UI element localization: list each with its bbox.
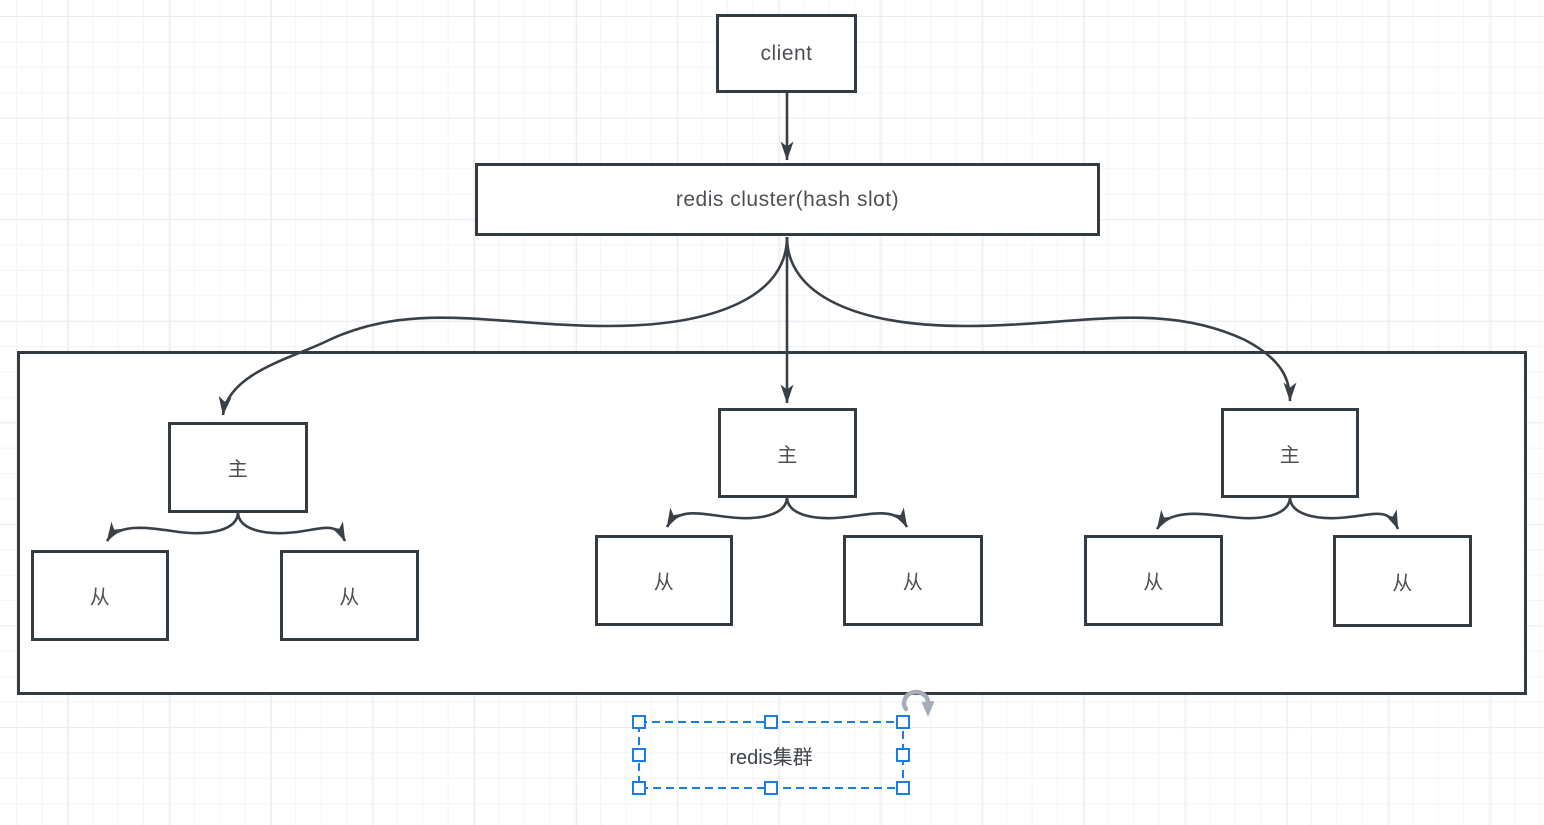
edge-master1-to-slave2[interactable] — [236, 512, 347, 542]
node-redis-cluster[interactable]: redis cluster(hash slot) — [475, 163, 1100, 236]
edge-cluster-to-master-3[interactable] — [785, 236, 1297, 402]
edge-master2-to-slave4[interactable] — [785, 497, 909, 528]
resize-handle-middle-right[interactable] — [896, 748, 910, 762]
resize-handle-bottom-right[interactable] — [896, 781, 910, 795]
edge-master2-to-slave3[interactable] — [665, 497, 789, 528]
resize-handle-top-center[interactable] — [764, 715, 778, 729]
resize-handle-top-right[interactable] — [896, 715, 910, 729]
node-client[interactable]: client — [716, 14, 857, 93]
node-master-1[interactable]: 主 — [168, 422, 308, 513]
node-master-3[interactable]: 主 — [1221, 408, 1359, 498]
caption-redis-cluster-text[interactable]: redis集群 — [729, 746, 813, 769]
node-slave-5[interactable]: 从 — [1084, 535, 1223, 626]
edge-cluster-to-master-1[interactable] — [218, 236, 789, 416]
node-slave-2[interactable]: 从 — [280, 550, 419, 641]
resize-handle-top-left[interactable] — [632, 715, 646, 729]
node-slave-4[interactable]: 从 — [843, 535, 983, 626]
resize-handle-bottom-center[interactable] — [764, 781, 778, 795]
edge-master1-to-slave1[interactable] — [105, 512, 240, 542]
edge-master3-to-slave5[interactable] — [1155, 497, 1292, 530]
node-slave-6[interactable]: 从 — [1333, 535, 1472, 627]
resize-handle-middle-left[interactable] — [632, 748, 646, 762]
node-slave-3[interactable]: 从 — [595, 535, 733, 626]
node-master-2[interactable]: 主 — [718, 408, 857, 498]
resize-handle-bottom-left[interactable] — [632, 781, 646, 795]
rotate-handle-icon[interactable] — [901, 689, 935, 717]
edge-master3-to-slave6[interactable] — [1288, 497, 1400, 530]
node-slave-1[interactable]: 从 — [31, 550, 169, 641]
